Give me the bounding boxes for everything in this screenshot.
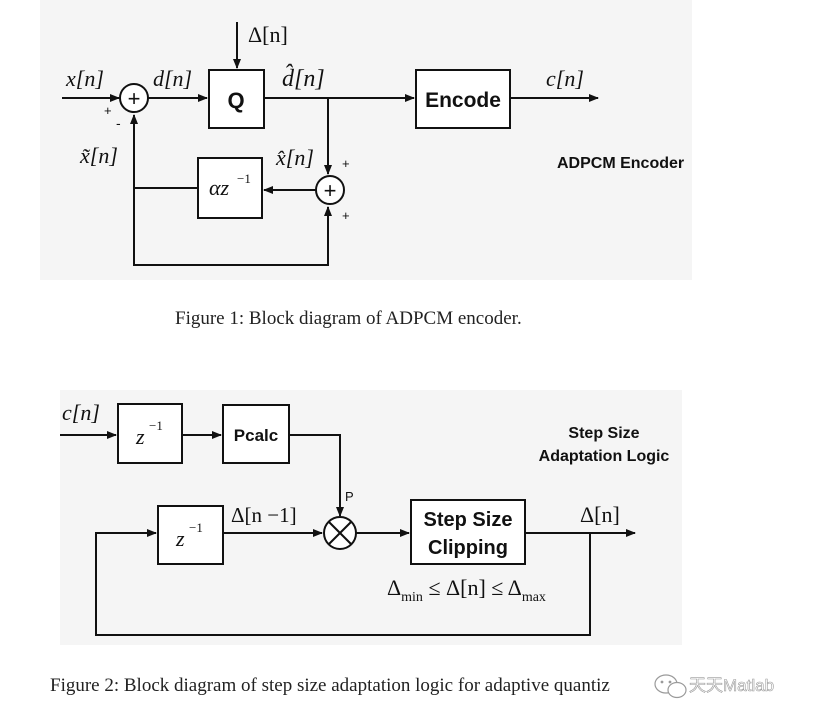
predictor-block: αz −1	[197, 157, 263, 219]
output-signal-label: c[n]	[546, 66, 584, 91]
multiplier	[323, 516, 357, 550]
figure-2: Step Size Adaptation Logic c[n] z −1 Pca…	[60, 390, 682, 645]
f2-input-signal-label: c[n]	[62, 400, 100, 425]
bottom-loop	[133, 188, 332, 266]
figure-2-title-line2: Adaptation Logic	[539, 448, 670, 465]
adder-1-symbol: +	[128, 86, 141, 111]
figure-2-caption: Figure 2: Block diagram of step size ada…	[50, 675, 610, 696]
watermark: 天天Matlab	[654, 674, 774, 699]
delay-block-1: z −1	[117, 403, 183, 464]
encode-block: Encode	[415, 69, 511, 129]
quantized-error-label: d̂[n]	[282, 64, 325, 92]
f2-output-signal-label: Δ[n]	[580, 502, 620, 527]
figure-1-panel	[40, 0, 692, 280]
quantizer-block: Q	[208, 69, 265, 129]
clipping-label-line1: Step Size	[424, 509, 513, 531]
reconstructed-signal-label: x̂[n]	[275, 145, 314, 170]
adder-1: +	[119, 83, 149, 113]
delay-2-exponent: −1	[189, 520, 203, 535]
figure-1-title: ADPCM Encoder	[557, 155, 684, 172]
input-signal-label: x[n]	[65, 66, 104, 91]
delay-block-2: z −1	[157, 505, 224, 565]
adder1-plus-sign: +	[104, 103, 112, 118]
clipping-label-line2: Clipping	[428, 537, 508, 559]
adder-2: +	[315, 175, 345, 205]
figure-1-caption: Figure 1: Block diagram of ADPCM encoder…	[175, 308, 522, 329]
figure-1: Δ[n] x[n] + - + d[n] Q d̂[n] Encode c[n]	[40, 0, 692, 280]
step-feedback-loop	[95, 529, 591, 636]
pcalc-block: Pcalc	[222, 404, 290, 464]
predictor-exponent: −1	[237, 171, 251, 186]
p-label: P	[345, 489, 354, 504]
adder1-minus-sign: -	[116, 115, 121, 131]
delay-1-label: z	[135, 424, 145, 449]
predicted-signal-label: x̃[n]	[79, 143, 118, 168]
predictor-label: αz	[209, 175, 230, 200]
quantizer-label: Q	[227, 88, 244, 113]
error-signal-label: d[n]	[153, 66, 192, 91]
watermark-text: 天天Matlab	[689, 676, 774, 695]
figure-2-title-line1: Step Size	[568, 425, 639, 442]
svg-text:αz: αz	[209, 175, 230, 200]
constraint-expression: Δmin ≤ Δ[n] ≤ Δmax	[387, 575, 546, 605]
step-input-label: Δ[n]	[248, 22, 288, 47]
prev-step-label: Δ[n −1]	[231, 503, 297, 527]
adder-2-symbol: +	[324, 178, 337, 203]
wechat-icon	[654, 674, 687, 699]
clipping-block: Step Size Clipping	[410, 499, 526, 565]
encode-label: Encode	[425, 89, 501, 112]
pcalc-label: Pcalc	[234, 426, 278, 445]
p-signal-path	[289, 434, 344, 517]
adder2-plus-bottom: +	[342, 208, 350, 223]
delay-2-label: z	[175, 526, 185, 551]
delay-1-exponent: −1	[149, 418, 163, 433]
adder2-plus-top: +	[342, 156, 350, 171]
